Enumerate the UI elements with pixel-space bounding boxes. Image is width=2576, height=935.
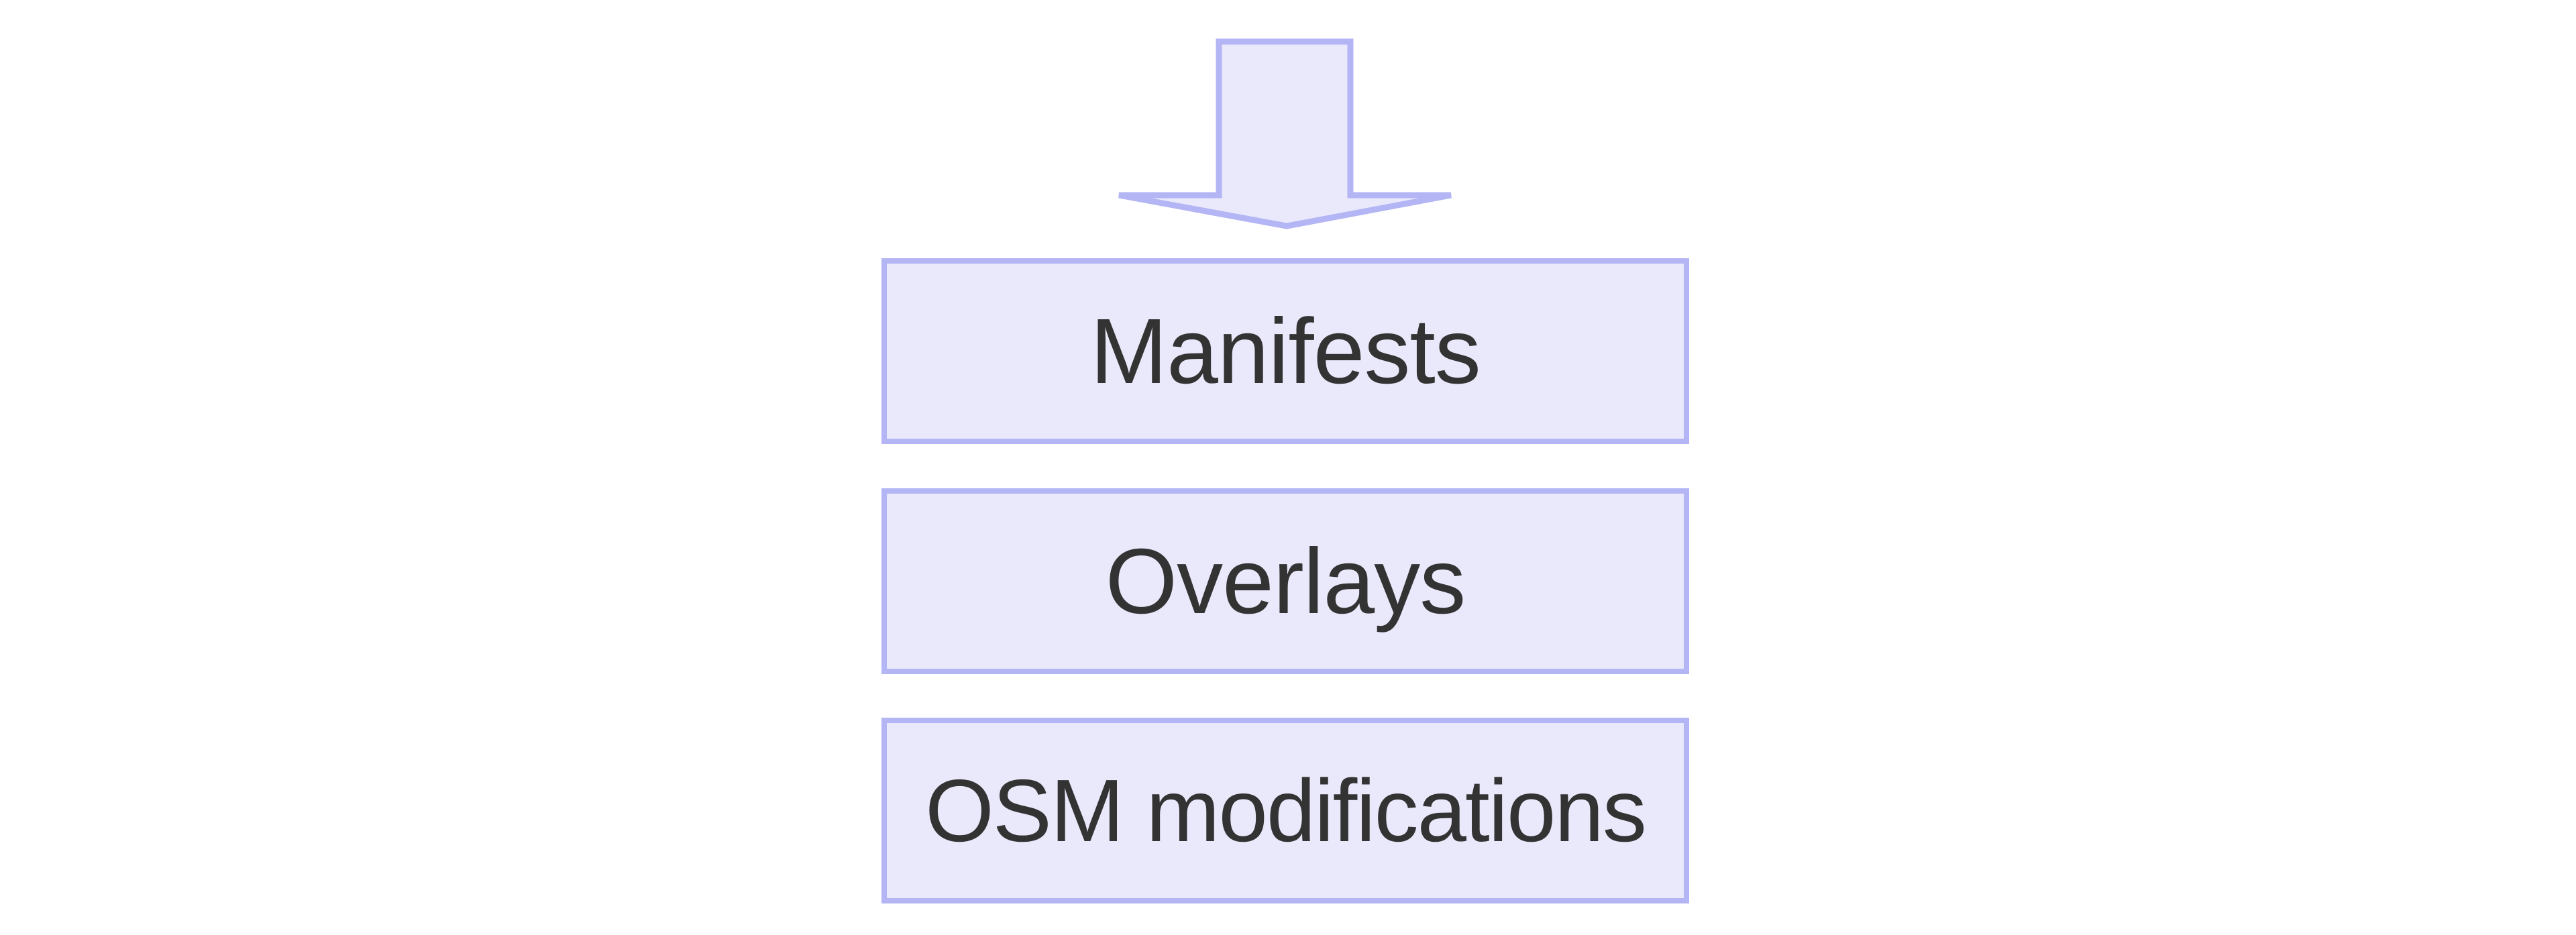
node-overlays-label: Overlays — [1105, 529, 1466, 633]
node-osm-modifications[interactable]: OSM modifications — [881, 718, 1689, 903]
arrow-down-shape — [1118, 38, 1452, 229]
node-manifests[interactable]: Manifests — [881, 258, 1689, 444]
node-manifests-label: Manifests — [1090, 299, 1481, 403]
node-overlays[interactable]: Overlays — [881, 488, 1689, 674]
node-osm-modifications-label: OSM modifications — [925, 761, 1647, 860]
arrow-down-icon — [1112, 35, 1461, 236]
